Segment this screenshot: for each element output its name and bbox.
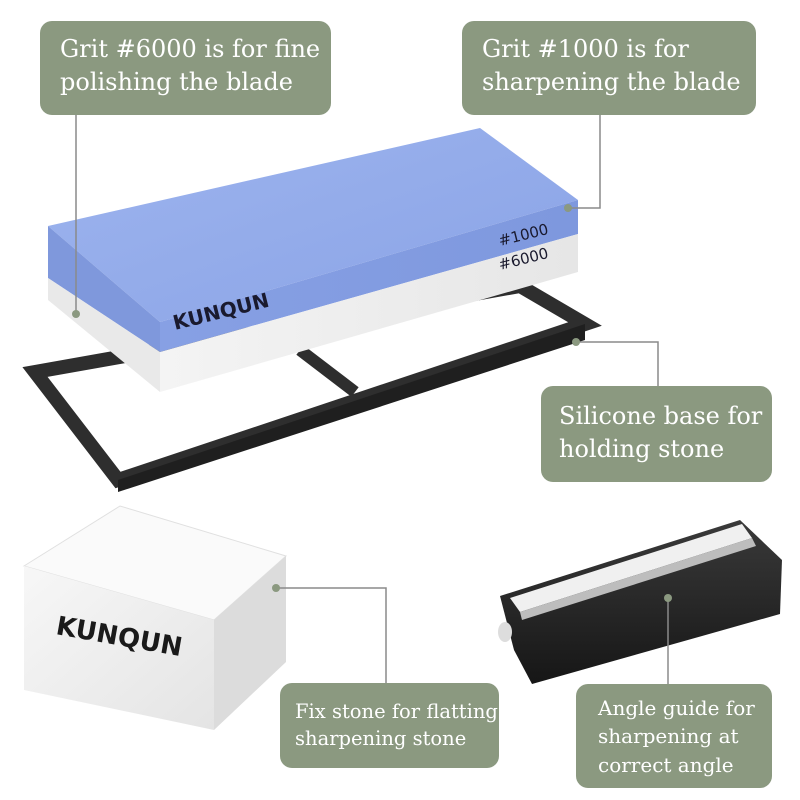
callout-silicone-base: Silicone base for holding stone xyxy=(541,386,772,482)
callout-grit-6000: Grit #6000 is for fine polishing the bla… xyxy=(40,21,331,115)
leader-dots xyxy=(72,204,672,602)
callout-line: sharpening at xyxy=(598,724,739,749)
callout-line: Grit #6000 is for fine xyxy=(60,35,321,63)
callout-line: sharpening stone xyxy=(295,726,467,750)
angle-guide xyxy=(498,520,782,684)
callout-line: Silicone base for xyxy=(559,402,763,430)
callout-angle-guide: Angle guide for sharpening at correct an… xyxy=(576,684,772,788)
leader-lines xyxy=(75,115,669,684)
callout-line: Angle guide for xyxy=(598,696,755,720)
callout-line: holding stone xyxy=(559,434,725,463)
fix-stone: KUNQUN xyxy=(22,505,288,730)
callout-fix-stone: Fix stone for flatting sharpening stone xyxy=(280,683,499,768)
callout-line: polishing the blade xyxy=(60,67,293,96)
callout-line: Grit #1000 is for xyxy=(482,35,689,63)
callout-line: correct angle xyxy=(598,752,734,777)
callout-line: Fix stone for flatting xyxy=(295,700,498,723)
callout-line: sharpening the blade xyxy=(482,67,741,96)
callout-grit-1000: Grit #1000 is for sharpening the blade xyxy=(462,21,756,115)
